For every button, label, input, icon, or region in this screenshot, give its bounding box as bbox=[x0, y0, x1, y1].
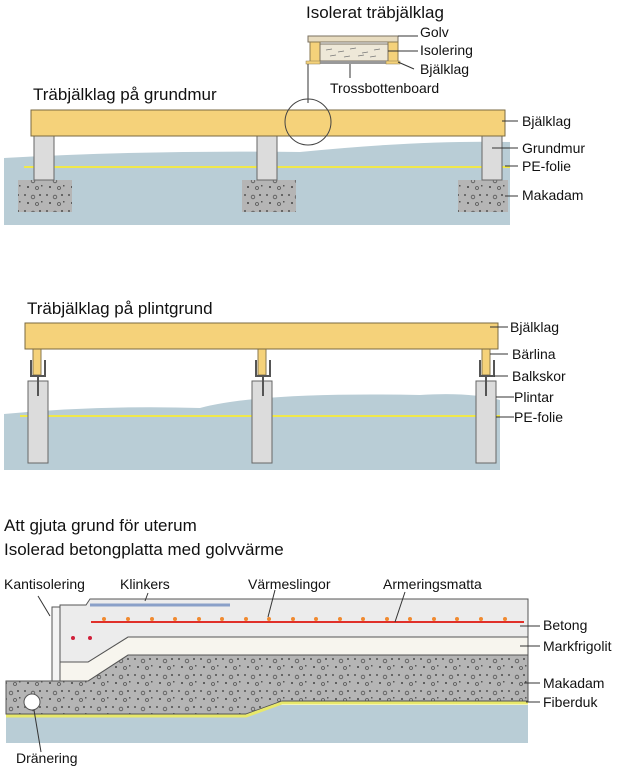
section2-title: Träbjälklag på plintgrund bbox=[27, 299, 213, 318]
fiber-cloth bbox=[6, 701, 528, 718]
section3-title-line2: Isolerad betongplatta med golvvärme bbox=[4, 540, 284, 559]
floor-board bbox=[307, 35, 399, 43]
gravel-footing bbox=[242, 180, 296, 212]
heating-coils bbox=[102, 617, 507, 621]
trossbottenboard bbox=[318, 61, 390, 64]
label-trossbottenboard: Trossbottenboard bbox=[330, 80, 439, 96]
plinth-assembly bbox=[251, 348, 273, 464]
insulation-hatch bbox=[325, 47, 381, 58]
detail-insulated-joist: Isolerat träbjälklag Golv Isolering Bjäl… bbox=[305, 3, 473, 103]
label-bjalklag: Bjälklag bbox=[522, 113, 571, 129]
label-dranering: Dränering bbox=[16, 750, 77, 766]
label-betong: Betong bbox=[543, 617, 587, 633]
label-pe-folie: PE-folie bbox=[514, 409, 563, 425]
edge-rebar bbox=[88, 636, 92, 640]
label-fiberduk: Fiberduk bbox=[543, 694, 598, 710]
section-plintgrund: Träbjälklag på plintgrund Bjälklag Bär bbox=[4, 299, 566, 470]
gravel-footing bbox=[458, 180, 508, 212]
label-klinkers: Klinkers bbox=[120, 576, 170, 592]
section3-title-line1: Att gjuta grund för uterum bbox=[4, 516, 197, 535]
label-armeringsmatta: Armeringsmatta bbox=[383, 576, 482, 592]
label-bjalklag-detail: Bjälklag bbox=[420, 61, 469, 77]
label-makadam: Makadam bbox=[543, 675, 604, 691]
section-betongplatta: Att gjuta grund för uterum Isolerad beto… bbox=[4, 516, 612, 766]
label-grundmur: Grundmur bbox=[522, 140, 585, 156]
label-plintar: Plintar bbox=[514, 389, 554, 405]
gravel-footing bbox=[18, 180, 72, 212]
edge-rebar bbox=[71, 636, 75, 640]
drainage-pipe bbox=[23, 693, 41, 711]
label-balkskor: Balkskor bbox=[512, 368, 566, 384]
foundation-wall bbox=[33, 135, 55, 181]
label-makadam: Makadam bbox=[522, 187, 583, 203]
concrete-slab bbox=[59, 598, 529, 663]
label-barlina: Bärlina bbox=[512, 346, 556, 362]
detail-callout-circle bbox=[284, 98, 332, 146]
section1-title: Träbjälklag på grundmur bbox=[33, 85, 217, 104]
joist-left bbox=[309, 41, 321, 63]
label-kantisolering: Kantisolering bbox=[4, 576, 85, 592]
label-golv: Golv bbox=[420, 24, 449, 40]
label-isolering: Isolering bbox=[420, 42, 473, 58]
label-markfrigolit: Markfrigolit bbox=[543, 638, 612, 654]
label-pe-folie: PE-folie bbox=[522, 158, 571, 174]
insulation-fill bbox=[319, 43, 389, 62]
foundation-wall bbox=[256, 135, 278, 181]
section-grundmur: Träbjälklag på grundmur Bjälklag Grundmu… bbox=[4, 85, 585, 225]
detail-title: Isolerat träbjälklag bbox=[306, 3, 444, 22]
label-varmeslingor: Värmeslingor bbox=[248, 576, 331, 592]
joist-beam bbox=[30, 109, 506, 137]
foundation-wall bbox=[481, 135, 503, 181]
label-bjalklag: Bjälklag bbox=[510, 319, 559, 335]
edge-insulation bbox=[51, 606, 61, 682]
plinth-assembly bbox=[475, 348, 497, 464]
joist-beam bbox=[24, 322, 499, 350]
joist-right bbox=[387, 41, 399, 63]
plinth-assembly bbox=[27, 348, 49, 464]
